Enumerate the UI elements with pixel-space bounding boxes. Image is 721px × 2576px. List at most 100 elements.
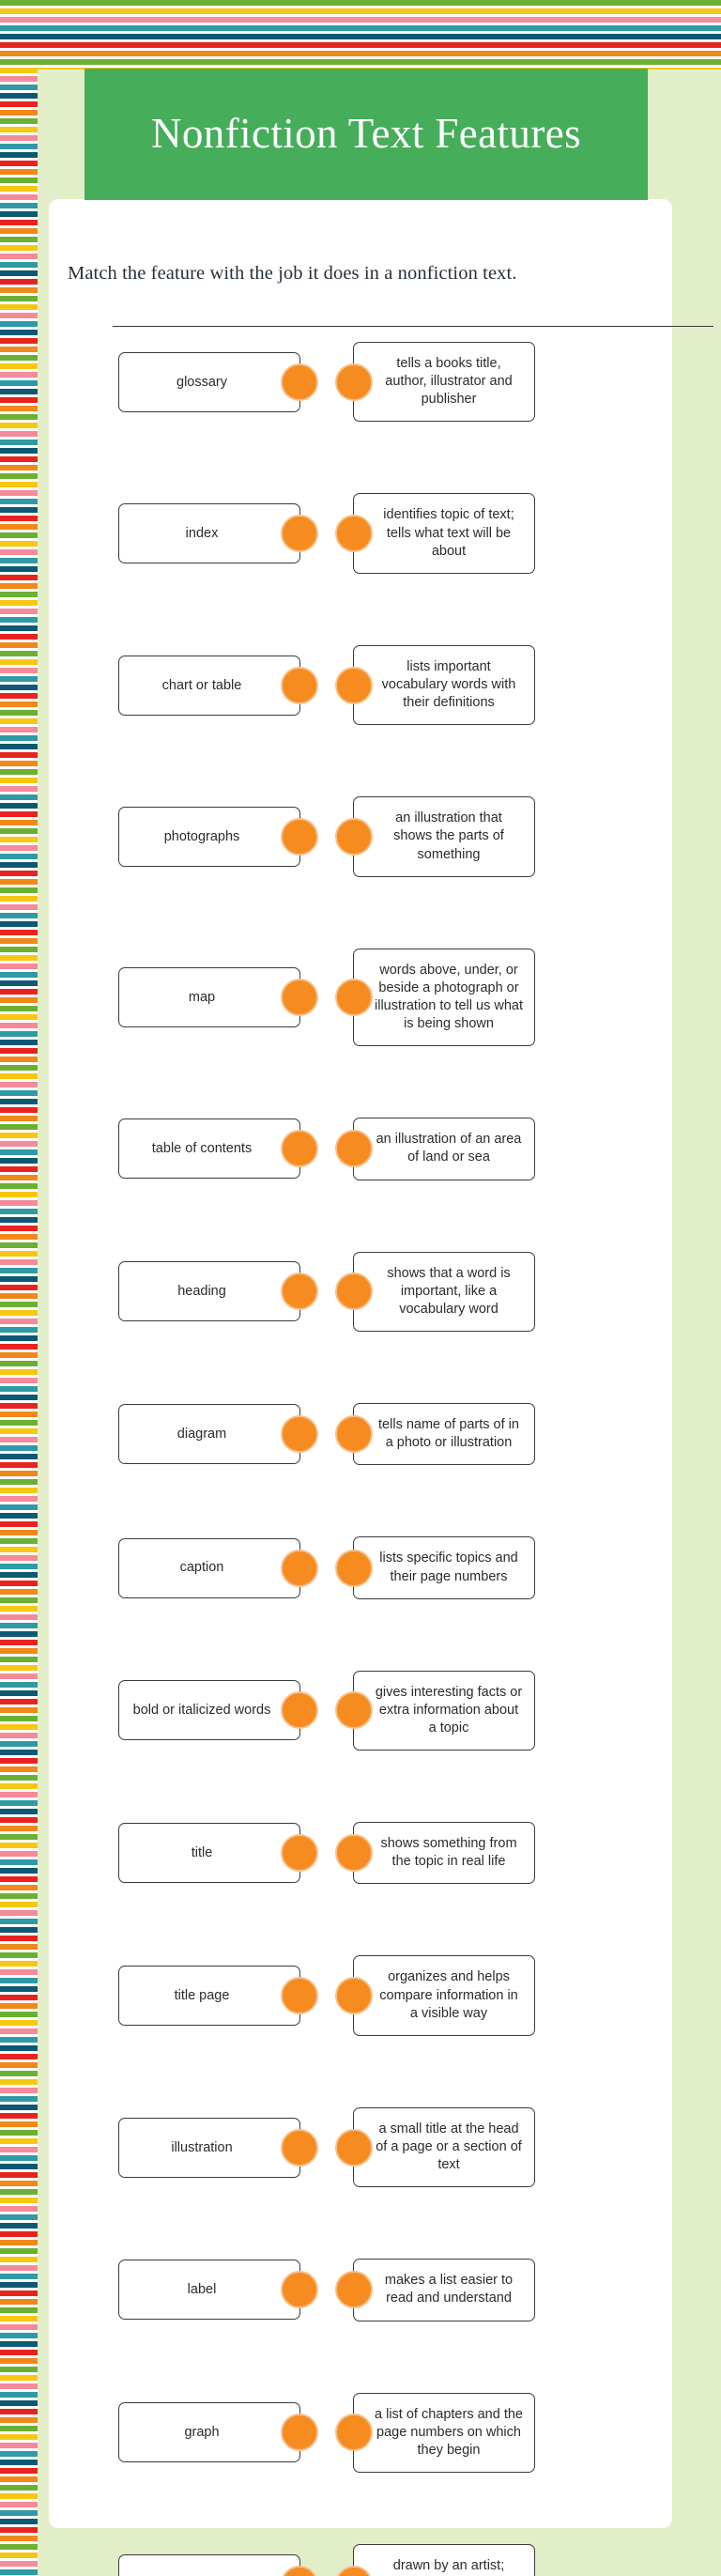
definition-cell: a small title at the head of a page or a… — [330, 2106, 672, 2188]
definition-box[interactable]: an illustration that shows the parts of … — [335, 796, 535, 877]
match-dot-icon[interactable] — [281, 2271, 318, 2309]
definition-label: makes a list easier to read and understa… — [384, 2273, 514, 2306]
definition-box[interactable]: tells name of parts of in a photo or ill… — [335, 1403, 535, 1466]
term-label: map — [188, 989, 216, 1005]
definition-box[interactable]: lists important vocabulary words with th… — [335, 644, 535, 726]
match-dot-icon[interactable] — [281, 1549, 318, 1587]
term-label: photographs — [163, 828, 240, 844]
match-dot-icon[interactable] — [335, 1834, 373, 1873]
worksheet-sheet: Match the feature with the job it does i… — [49, 199, 713, 2576]
match-dot-icon[interactable] — [281, 1415, 318, 1454]
term-box[interactable]: caption — [118, 1537, 318, 1598]
match-dot-icon[interactable] — [335, 1273, 373, 1311]
term-box[interactable]: chart or table — [118, 655, 318, 716]
definition-box[interactable]: lists specific topics and their page num… — [335, 1536, 535, 1599]
definition-label: lists important vocabulary words with th… — [381, 658, 516, 711]
match-dot-icon[interactable] — [281, 818, 318, 856]
definition-label: a small title at the head of a page or a… — [376, 2121, 522, 2173]
definition-box[interactable]: words above, under, or beside a photogra… — [335, 948, 535, 1047]
definition-box[interactable]: a list of chapters and the page numbers … — [335, 2392, 535, 2473]
definition-label: an illustration that shows the parts of … — [393, 810, 504, 862]
definition-label: organizes and helps compare information … — [379, 1969, 518, 2021]
term-box[interactable]: map — [118, 967, 318, 1027]
match-dot-icon[interactable] — [335, 2128, 373, 2167]
match-dot-icon[interactable] — [281, 1130, 318, 1168]
definition-cell: an illustration that shows the parts of … — [330, 796, 672, 877]
title-banner: Nonfiction Text Features — [84, 69, 648, 200]
definition-label: lists specific topics and their page num… — [379, 1550, 518, 1584]
match-dot-icon[interactable] — [281, 2414, 318, 2452]
definition-label: words above, under, or beside a photogra… — [375, 962, 523, 1032]
term-cell: chart or table — [49, 655, 330, 716]
match-dot-icon[interactable] — [335, 1691, 373, 1730]
term-box[interactable]: title — [118, 1823, 318, 1884]
definition-cell: lists important vocabulary words with th… — [330, 644, 672, 726]
term-box[interactable]: photographs — [118, 807, 318, 867]
definition-box[interactable]: organizes and helps compare information … — [335, 1955, 535, 2036]
term-box[interactable]: index — [118, 503, 318, 564]
definition-cell: tells a books title, author, illustrator… — [330, 342, 672, 423]
match-dot-icon[interactable] — [281, 1977, 318, 2015]
match-row: illustration a small title at the head of… — [49, 2106, 672, 2188]
definition-box[interactable]: identifies topic of text; tells what tex… — [335, 493, 535, 574]
instructions-text: Match the feature with the job it does i… — [68, 263, 517, 284]
match-dot-icon[interactable] — [335, 1977, 373, 2015]
term-cell: index — [49, 503, 330, 564]
definition-box[interactable]: shows that a word is important, like a v… — [335, 1251, 535, 1332]
definition-label: an illustration of an area of land or se… — [376, 1132, 522, 1165]
match-dot-icon[interactable] — [281, 2565, 318, 2576]
match-dot-icon[interactable] — [281, 515, 318, 553]
match-dot-icon[interactable] — [335, 362, 373, 401]
match-dot-icon[interactable] — [335, 666, 373, 704]
term-box[interactable]: label — [118, 2260, 318, 2321]
definition-box[interactable]: makes a list easier to read and understa… — [335, 2259, 535, 2321]
match-dot-icon[interactable] — [335, 2414, 373, 2452]
definition-cell: shows something from the topic in real l… — [330, 1822, 672, 1885]
match-dot-icon[interactable] — [335, 2565, 373, 2576]
match-dot-icon[interactable] — [335, 1549, 373, 1587]
match-row: heading shows that a word is important, l… — [49, 1251, 672, 1332]
match-dot-icon[interactable] — [281, 2128, 318, 2167]
term-label: illustration — [171, 2139, 233, 2155]
match-dot-icon[interactable] — [281, 362, 318, 401]
match-dot-icon[interactable] — [335, 1130, 373, 1168]
match-dot-icon[interactable] — [335, 818, 373, 856]
term-box[interactable]: diagram — [118, 1404, 318, 1465]
term-box[interactable]: title page — [118, 1966, 318, 2027]
definition-box[interactable]: an illustration of an area of land or se… — [335, 1118, 535, 1180]
match-row: caption lists specific topics and their p… — [49, 1536, 672, 1599]
definition-cell: organizes and helps compare information … — [330, 1955, 672, 2036]
term-box[interactable]: heading — [118, 1261, 318, 1322]
match-row: graph a list of chapters and the page num… — [49, 2392, 672, 2473]
match-dot-icon[interactable] — [335, 979, 373, 1016]
match-dot-icon[interactable] — [281, 1691, 318, 1730]
definition-box[interactable]: shows something from the topic in real l… — [335, 1822, 535, 1885]
match-dot-icon[interactable] — [281, 979, 318, 1016]
definition-box[interactable]: tells a books title, author, illustrator… — [335, 342, 535, 423]
match-dot-icon[interactable] — [335, 515, 373, 553]
term-box[interactable]: table of contents — [118, 1118, 318, 1180]
match-row: glossary tells a books title, author, ill… — [49, 342, 672, 423]
term-box[interactable]: bold or italicized words — [118, 1680, 318, 1741]
term-box[interactable]: glossary — [118, 351, 318, 412]
definition-box[interactable]: gives interesting facts or extra informa… — [335, 1670, 535, 1751]
term-box[interactable]: bullet points — [118, 2553, 318, 2576]
match-dot-icon[interactable] — [335, 1415, 373, 1454]
term-label: title — [191, 1845, 213, 1861]
definition-box[interactable]: a small title at the head of a page or a… — [335, 2106, 535, 2188]
term-cell: bold or italicized words — [49, 1680, 330, 1741]
term-label: caption — [179, 1560, 224, 1576]
definition-box[interactable]: drawn by an artist; shows what something… — [335, 2544, 535, 2576]
term-box[interactable]: graph — [118, 2402, 318, 2463]
match-dot-icon[interactable] — [281, 1273, 318, 1311]
match-row: photographs an illustration that shows th… — [49, 796, 672, 877]
match-dot-icon[interactable] — [335, 2271, 373, 2309]
match-dot-icon[interactable] — [281, 1834, 318, 1873]
term-label: chart or table — [161, 677, 242, 693]
term-box[interactable]: illustration — [118, 2117, 318, 2178]
term-cell: photographs — [49, 807, 330, 867]
match-dot-icon[interactable] — [281, 666, 318, 704]
definition-cell: gives interesting facts or extra informa… — [330, 1670, 672, 1751]
left-stripe-border — [0, 0, 38, 2576]
